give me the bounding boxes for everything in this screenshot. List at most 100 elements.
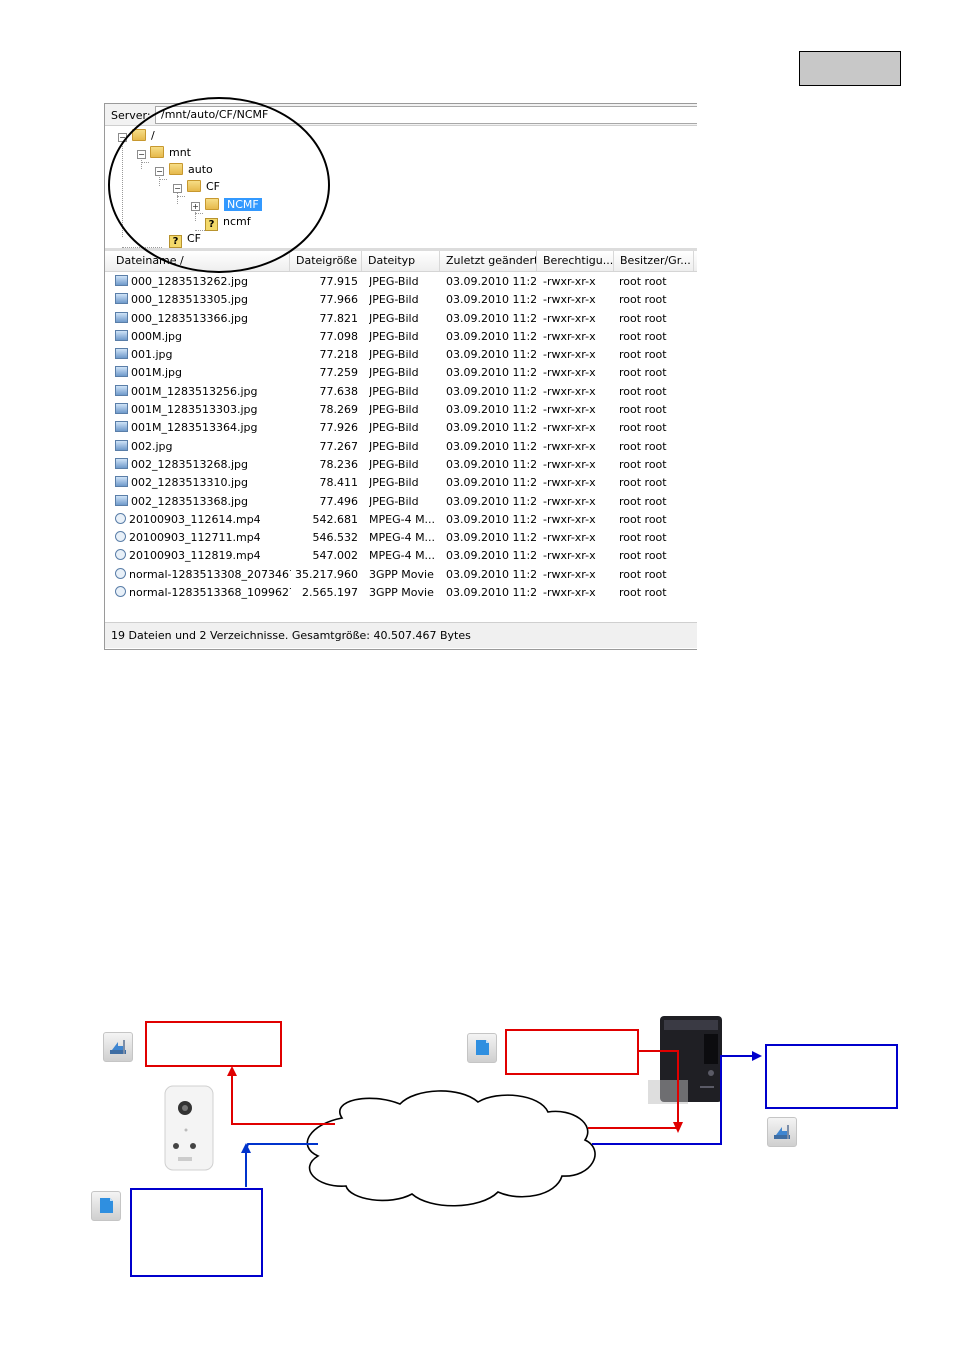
file-type: JPEG-Bild: [369, 494, 419, 508]
tree-expander-cf[interactable]: −: [173, 184, 182, 193]
image-file-icon: [115, 293, 128, 305]
file-permissions: -rwxr-xr-x: [543, 494, 596, 508]
file-name: 000M.jpg: [115, 328, 291, 346]
unknown-item-icon: ?: [205, 218, 218, 231]
remote-directory-tree: − / − mnt − auto − CF + NCMF ?ncmf ?CF: [105, 126, 697, 248]
server-image: [648, 1016, 722, 1104]
column-header-filename[interactable]: Dateiname /: [110, 251, 290, 271]
file-owner: root root: [619, 476, 667, 490]
file-size: 78.236: [319, 457, 359, 471]
file-permissions: -rwxr-xr-x: [543, 384, 596, 398]
file-permissions: -rwxr-xr-x: [543, 403, 596, 417]
folder-icon: [169, 163, 183, 175]
file-name: 002_1283513310.jpg: [115, 474, 291, 492]
image-file-icon: [115, 329, 128, 341]
file-owner: root root: [619, 567, 667, 581]
file-name: 20100903_112819.mp4: [115, 547, 291, 565]
file-name: normal-1283513368_1099627...: [115, 584, 291, 602]
tree-item-ncmf-selected[interactable]: NCMF: [205, 197, 262, 213]
file-name-text: 001M_1283513303.jpg: [131, 403, 258, 417]
tree-item-cf-unknown[interactable]: ?CF: [169, 231, 201, 248]
tree-item-mnt[interactable]: mnt: [150, 145, 191, 161]
file-list-header: Dateiname / Dateigröße Dateityp Zuletzt …: [105, 251, 697, 272]
file-modified: 03.09.2010 11:2...: [446, 457, 536, 471]
unknown-item-icon: ?: [169, 235, 182, 248]
file-name: 001.jpg: [115, 346, 291, 364]
pane-splitter[interactable]: [105, 248, 697, 251]
folder-icon: [132, 129, 146, 141]
file-owner: root root: [619, 275, 667, 288]
file-size: 35.217.960: [295, 567, 358, 581]
file-modified: 03.09.2010 11:2...: [446, 329, 536, 343]
file-permissions: -rwxr-xr-x: [543, 348, 596, 362]
video-file-icon: [115, 512, 126, 524]
image-file-icon: [115, 494, 128, 506]
video-file-icon: [115, 549, 126, 561]
file-name-text: 20100903_112819.mp4: [129, 549, 261, 563]
file-name: 20100903_112711.mp4: [115, 529, 291, 547]
file-permissions: -rwxr-xr-x: [543, 512, 596, 526]
file-name: 002_1283513268.jpg: [115, 456, 291, 474]
image-file-icon: [115, 476, 128, 488]
tree-item-ncmf-lowercase[interactable]: ?ncmf: [205, 214, 251, 231]
column-header-modified[interactable]: Zuletzt geändert: [440, 251, 537, 271]
file-name-text: 001M_1283513256.jpg: [131, 384, 258, 398]
file-size: 77.966: [319, 293, 359, 307]
tree-expander-auto[interactable]: −: [155, 167, 164, 176]
column-header-owner[interactable]: Besitzer/Gr...: [614, 251, 694, 271]
image-file-icon: [115, 421, 128, 433]
file-modified: 03.09.2010 11:2...: [446, 531, 536, 545]
file-modified: 03.09.2010 11:2...: [446, 311, 536, 325]
file-modified: 03.09.2010 11:2...: [446, 494, 536, 508]
image-file-icon: [115, 275, 128, 286]
file-row[interactable]: 002_1283513268.jpg 78.236 JPEG-Bild 03.09.2…: [105, 456, 697, 474]
column-header-size[interactable]: Dateigröße: [290, 251, 362, 271]
file-type: 3GPP Movie: [369, 586, 434, 600]
image-file-icon: [115, 366, 128, 378]
file-name-text: normal-1283513368_1099627...: [129, 586, 291, 600]
tree-item-root[interactable]: /: [132, 128, 155, 144]
column-header-permissions[interactable]: Berechtigu...: [537, 251, 614, 271]
server-path-input[interactable]: /mnt/auto/CF/NCMF: [155, 106, 697, 124]
tree-expander-ncmf[interactable]: +: [191, 202, 200, 211]
file-modified: 03.09.2010 11:2...: [446, 439, 536, 453]
file-type: JPEG-Bild: [369, 476, 419, 490]
file-modified: 03.09.2010 11:2...: [446, 476, 536, 490]
tree-item-auto[interactable]: auto: [169, 162, 213, 178]
file-size: 77.267: [319, 439, 359, 453]
file-permissions: -rwxr-xr-x: [543, 329, 596, 343]
file-type: JPEG-Bild: [369, 457, 419, 471]
file-size: 77.098: [319, 329, 359, 343]
tree-expander-root[interactable]: −: [118, 133, 127, 142]
file-owner: root root: [619, 403, 667, 417]
tree-expander-mnt[interactable]: −: [137, 150, 146, 159]
file-name-text: 20100903_112614.mp4: [129, 512, 261, 526]
file-owner: root root: [619, 311, 667, 325]
file-size: 77.218: [319, 348, 359, 362]
blue-connection-camera: [245, 1143, 318, 1187]
file-size: 542.681: [312, 512, 359, 526]
column-header-type[interactable]: Dateityp: [362, 251, 440, 271]
file-size: 77.926: [319, 421, 359, 435]
file-size: 77.915: [319, 275, 359, 288]
file-type: JPEG-Bild: [369, 421, 419, 435]
tree-item-cf[interactable]: CF: [187, 179, 220, 195]
file-name-text: 000M.jpg: [131, 329, 183, 343]
